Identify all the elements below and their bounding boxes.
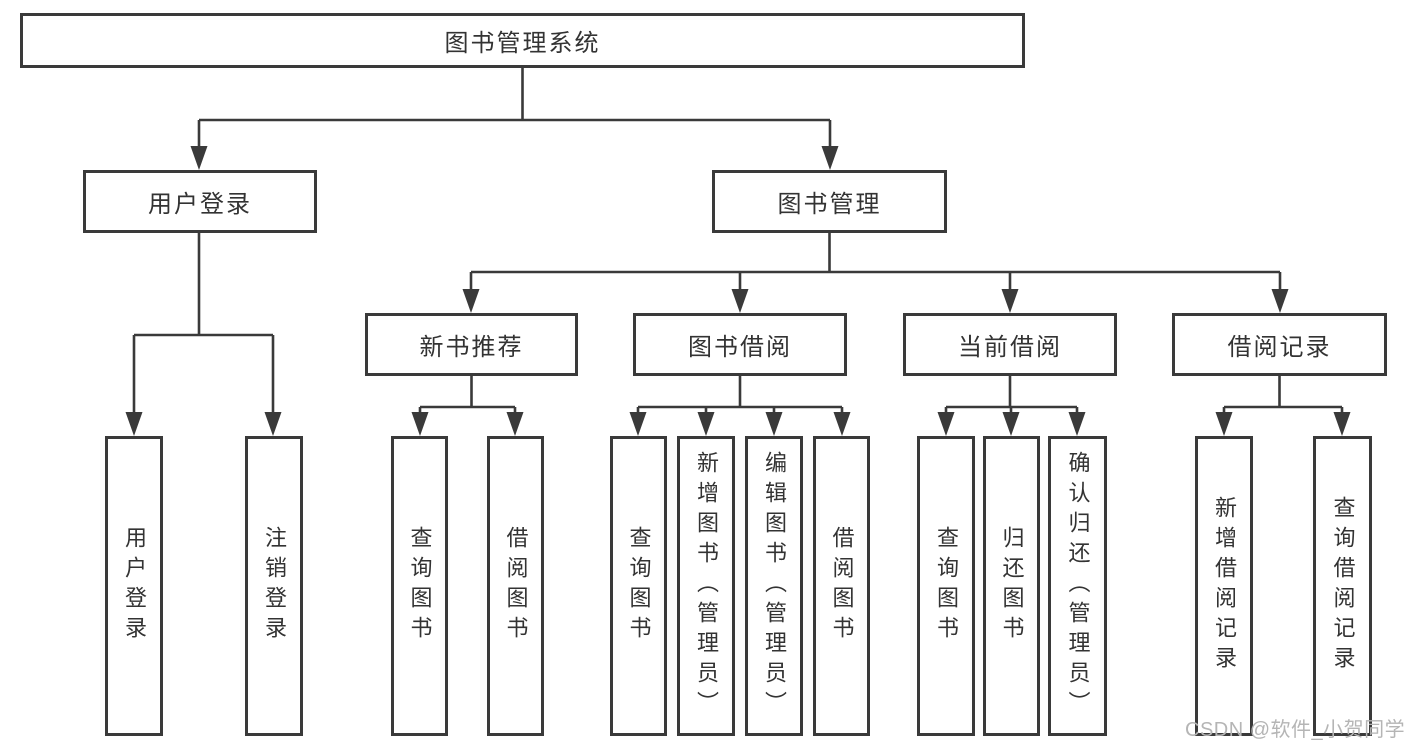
arrowhead (731, 289, 749, 313)
leaf-nb-query-books-label: 查询图书 (407, 526, 433, 646)
leaf-bb-add-books-admin: 新增图书（管理员） (677, 436, 735, 736)
arrowhead (629, 412, 647, 436)
leaf-br-query-record: 查询借阅记录 (1313, 436, 1372, 736)
node-book-mgmt: 图书管理 (712, 170, 947, 233)
connector-current-borrow (944, 376, 1079, 414)
leaf-br-add-record: 新增借阅记录 (1195, 436, 1253, 736)
node-new-book-rec-label: 新书推荐 (419, 334, 524, 361)
leaf-logout: 注销登录 (245, 436, 303, 736)
leaf-cb-confirm-return-admin-label: 确认归还（管理员） (1065, 451, 1091, 721)
arrowhead (697, 412, 715, 436)
node-root-label: 图书管理系统 (444, 30, 601, 57)
node-borrow-records-label: 借阅记录 (1227, 334, 1332, 361)
arrowhead (1068, 412, 1086, 436)
arrowhead (411, 412, 429, 436)
node-user-login-label: 用户登录 (148, 191, 252, 218)
leaf-bb-borrow-books: 借阅图书 (813, 436, 870, 736)
node-current-borrow-label: 当前借阅 (958, 334, 1062, 361)
node-root: 图书管理系统 (20, 13, 1025, 68)
node-borrow-records: 借阅记录 (1172, 313, 1387, 376)
connector-new-book-rec (418, 376, 517, 414)
node-new-book-rec: 新书推荐 (365, 313, 578, 376)
arrowhead (506, 412, 524, 436)
arrowhead (937, 412, 955, 436)
arrowhead (1002, 412, 1020, 436)
leaf-bb-edit-books-admin: 编辑图书（管理员） (745, 436, 803, 736)
node-book-mgmt-label: 图书管理 (777, 191, 882, 218)
leaf-user-login-label: 用户登录 (122, 526, 147, 646)
arrowhead (1333, 412, 1351, 436)
arrowhead (833, 412, 851, 436)
csdn-watermark: CSDN @软件_小贺同学 (1185, 719, 1405, 741)
leaf-nb-borrow-books: 借阅图书 (487, 436, 544, 736)
leaf-cb-query-books: 查询图书 (917, 436, 975, 736)
leaf-bb-query-books: 查询图书 (610, 436, 667, 736)
leaf-logout-label: 注销登录 (262, 526, 287, 646)
leaf-bb-edit-books-admin-label: 编辑图书（管理员） (762, 451, 787, 721)
leaf-cb-confirm-return-admin: 确认归还（管理员） (1048, 436, 1107, 736)
node-book-borrow: 图书借阅 (633, 313, 847, 376)
leaf-br-query-record-label: 查询借阅记录 (1330, 496, 1356, 676)
node-current-borrow: 当前借阅 (903, 313, 1117, 376)
connector-root-to-branches (197, 68, 832, 148)
leaf-bb-query-books-label: 查询图书 (626, 526, 652, 646)
leaf-nb-borrow-books-label: 借阅图书 (503, 526, 529, 646)
connector-user-login (132, 233, 275, 414)
node-user-login: 用户登录 (83, 170, 317, 233)
arrowhead (1001, 289, 1019, 313)
arrowhead (190, 146, 208, 170)
arrowhead (125, 412, 143, 436)
arrowhead (264, 412, 282, 436)
arrowhead (821, 146, 839, 170)
leaf-cb-return-books-label: 归还图书 (999, 526, 1025, 646)
leaf-bb-borrow-books-label: 借阅图书 (829, 526, 855, 646)
arrowhead (1271, 289, 1289, 313)
leaf-nb-query-books: 查询图书 (391, 436, 448, 736)
arrowhead (1215, 412, 1233, 436)
connector-book-borrow (636, 376, 844, 414)
leaf-cb-return-books: 归还图书 (983, 436, 1040, 736)
arrowhead (765, 412, 783, 436)
leaf-br-add-record-label: 新增借阅记录 (1212, 496, 1237, 676)
connector-borrow-records (1222, 376, 1344, 414)
leaf-user-login: 用户登录 (105, 436, 163, 736)
node-book-borrow-label: 图书借阅 (688, 334, 792, 361)
arrowhead (462, 289, 480, 313)
leaf-cb-query-books-label: 查询图书 (934, 526, 959, 646)
leaf-bb-add-books-admin-label: 新增图书（管理员） (694, 451, 719, 721)
connector-book-mgmt (469, 233, 1282, 291)
